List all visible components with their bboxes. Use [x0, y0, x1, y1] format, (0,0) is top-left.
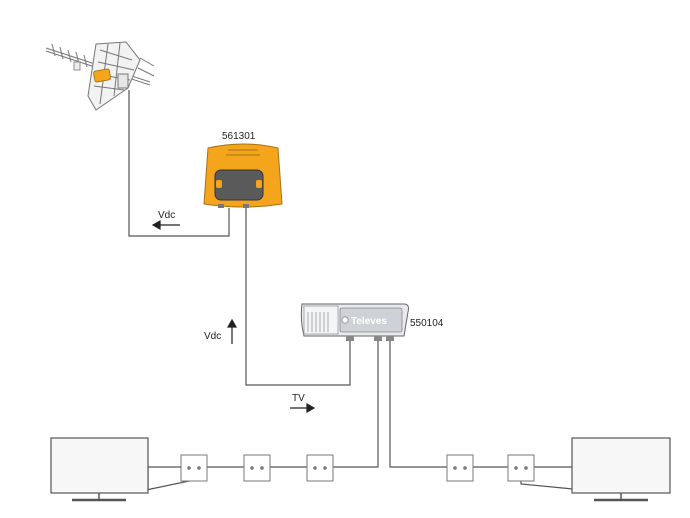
power-supply: [300, 303, 409, 341]
wall-outlet: [446, 454, 474, 482]
arrow-left-icon: [151, 219, 180, 231]
brand-logo-icon: [341, 316, 349, 324]
antenna-dipole-icon: [73, 61, 112, 83]
wall-outlet: [507, 454, 535, 482]
wall-outlet: [243, 454, 271, 482]
tv-label: TV: [292, 393, 305, 404]
amplifier-window: [214, 169, 264, 201]
power-supply-code: 550104: [410, 318, 444, 329]
amplifier-code: 561301: [222, 131, 256, 142]
vdc-label-top: Vdc: [158, 210, 175, 221]
brand-label: Televes: [351, 316, 387, 327]
coax-cables: [128, 90, 574, 491]
arrow-up-icon: [226, 318, 238, 344]
wall-outlet: [306, 454, 334, 482]
tv-right-icon: [571, 437, 671, 502]
wall-outlets: [180, 454, 535, 482]
wall-outlet: [180, 454, 208, 482]
arrow-right-icon: [290, 402, 316, 414]
vdc-label-mid: Vdc: [204, 331, 221, 342]
tv-left-icon: [50, 437, 149, 502]
masthead-amplifier: [203, 143, 283, 208]
